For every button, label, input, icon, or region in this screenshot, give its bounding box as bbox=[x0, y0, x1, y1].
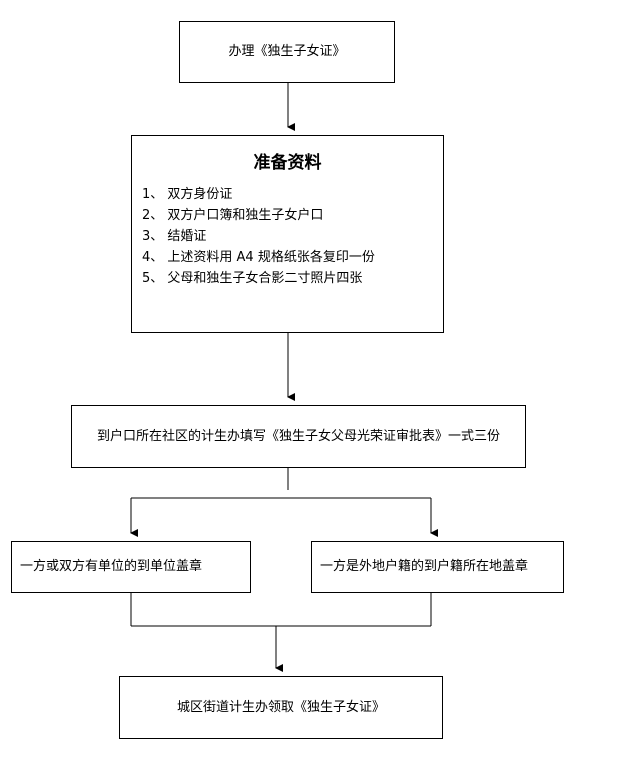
prepare-materials-box: 准备资料 1、 双方身份证 2、 双方户口簿和独生子女户口 3、 结婚证 4、 … bbox=[131, 135, 444, 333]
prepare-item: 4、 上述资料用 A4 规格纸张各复印一份 bbox=[142, 250, 375, 265]
branch-left-label: 一方或双方有单位的到单位盖章 bbox=[20, 559, 203, 574]
final-label: 城区街道计生办领取《独生子女证》 bbox=[176, 699, 385, 715]
branch-right-label: 一方是外地户籍的到户籍所在地盖章 bbox=[320, 559, 529, 574]
prepare-list: 1、 双方身份证 2、 双方户口簿和独生子女户口 3、 结婚证 4、 上述资料用… bbox=[142, 184, 375, 289]
step1-box: 办理《独生子女证》 bbox=[179, 21, 395, 83]
prepare-item: 5、 父母和独生子女合影二寸照片四张 bbox=[142, 271, 363, 286]
step1-label: 办理《独生子女证》 bbox=[228, 44, 346, 59]
branch-right-box: 一方是外地户籍的到户籍所在地盖章 bbox=[311, 541, 564, 593]
step3-label: 到户口所在社区的计生办填写《独生子女父母光荣证审批表》一式三份 bbox=[96, 428, 500, 444]
step3-box: 到户口所在社区的计生办填写《独生子女父母光荣证审批表》一式三份 bbox=[71, 405, 526, 468]
prepare-item: 1、 双方身份证 bbox=[142, 187, 233, 202]
prepare-title: 准备资料 bbox=[253, 153, 322, 173]
prepare-item: 2、 双方户口簿和独生子女户口 bbox=[142, 208, 324, 223]
prepare-item: 3、 结婚证 bbox=[142, 229, 207, 244]
final-box: 城区街道计生办领取《独生子女证》 bbox=[119, 676, 443, 739]
branch-left-box: 一方或双方有单位的到单位盖章 bbox=[11, 541, 251, 593]
